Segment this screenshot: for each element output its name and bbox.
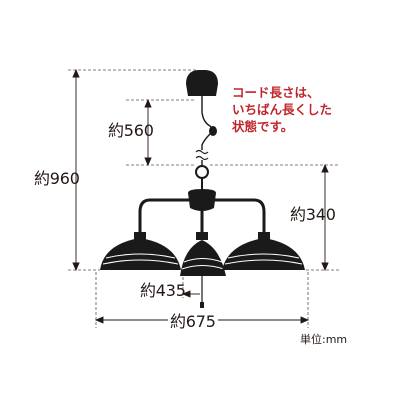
cord-length-arrow-bottom (144, 157, 152, 167)
shade-diameter-label: 約435 (140, 281, 186, 300)
cord (201, 96, 213, 150)
pendant-fixture (100, 70, 305, 308)
overall-width-arrow-left (94, 316, 104, 324)
total-height-arrow-top (72, 68, 80, 78)
total-height-arrow-bottom (72, 262, 80, 272)
hanging-ring (195, 165, 209, 179)
ceiling-canopy (186, 70, 218, 96)
pull-chain-end (200, 302, 204, 308)
cord-length-arrow-top (144, 98, 152, 108)
center-shade-body (180, 240, 226, 276)
total-height-label: 約960 (34, 169, 80, 188)
center-shade (180, 232, 226, 276)
extension-lines (68, 69, 340, 328)
cord-length-label: 約560 (108, 121, 154, 140)
cord-adjuster (209, 126, 217, 136)
overall-width-arrow-right (300, 316, 310, 324)
center-hub (188, 189, 216, 211)
body-height-arrow-bottom (321, 262, 329, 272)
note-line-3: 状態です。 (232, 119, 294, 134)
cord-length-note: コード長さは、 いちばん長くした 状態です。 (232, 84, 332, 135)
note-line-1: コード長さは、 (232, 85, 320, 100)
body-height-label: 約340 (290, 205, 336, 224)
unit-label: 単位:mm (300, 333, 348, 346)
overall-width-label: 約675 (168, 312, 218, 331)
right-shade (222, 232, 305, 270)
left-arm (138, 198, 189, 236)
body-height-arrow-top (321, 163, 329, 173)
shade-width-arrow-left (181, 290, 191, 298)
cord-break-mark (195, 149, 209, 155)
right-arm (215, 198, 266, 236)
right-socket (258, 232, 270, 240)
note-line-2: いちばん長くした (232, 102, 333, 117)
center-socket (196, 232, 208, 240)
left-socket (134, 232, 146, 240)
left-shade (100, 232, 181, 270)
cord-break-mark-2 (195, 155, 209, 161)
